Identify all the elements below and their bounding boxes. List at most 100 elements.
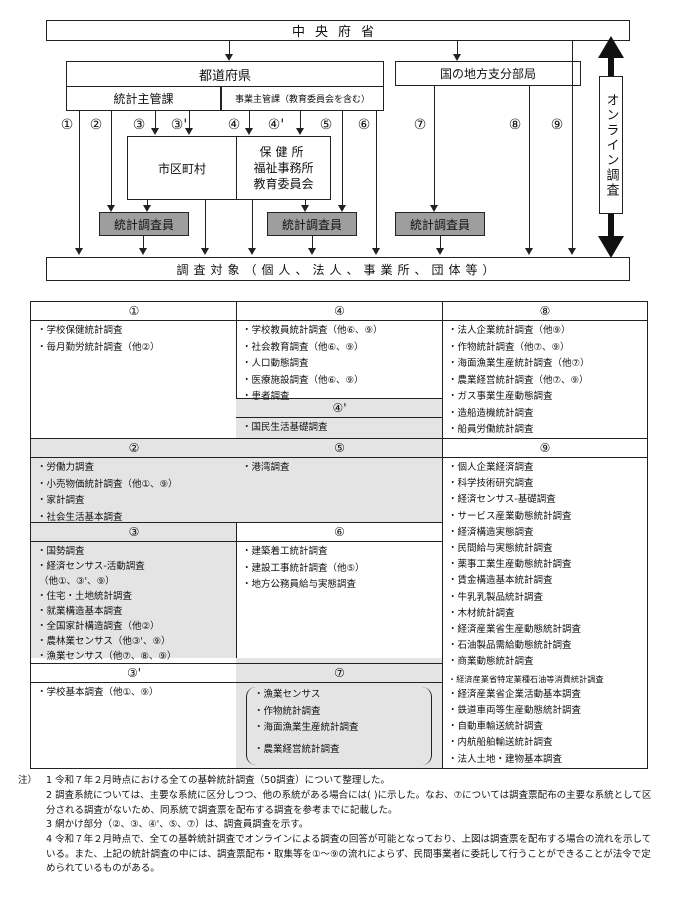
list-item: ・牛乳乳製品統計調査 (448, 591, 544, 603)
regional-bureau-box: 国の地方支分部局 (395, 61, 581, 86)
footnote-1: 1 令和７年２月時点における全ての基幹統計調査（50調査）について整理した。 (46, 775, 390, 786)
statistics-division-label: 統計主管課 (113, 92, 174, 106)
table-cell-route-1: ・学校保健統計調査 ・毎月勤労統計調査（他②） (31, 321, 236, 356)
list-item: ・造船造機統計調査 (448, 407, 534, 419)
footnote-4: 4 令和７年２月時点で、全ての基幹統計調査でオンラインによる調査の回答が可能とな… (46, 834, 652, 874)
list-item: ・経済産業省生産動態統計調査 (448, 624, 582, 636)
route-label-2: ② (89, 117, 103, 133)
list-item: ・作物統計調査 (254, 705, 321, 717)
list-item: ・海面漁業生産統計調査（他⑦） (448, 358, 590, 369)
list-item: ・賃金構造基本統計調査 (448, 575, 553, 587)
list-item: ・経済産業省特定業種石油等消費統計調査 (448, 673, 604, 684)
central-ministries-label: 中央府省 (291, 25, 384, 40)
list-item: ・学校保健統計調査 (37, 325, 123, 336)
table-header-route-8: ⑧ (442, 301, 648, 321)
list-item: ・学校基本調査（他①、⑨） (37, 687, 159, 698)
regional-bureau-label: 国の地方支分部局 (439, 67, 536, 81)
prefecture-label: 都道府県 (198, 68, 251, 84)
list-item: （他①、③'、⑨） (39, 576, 115, 587)
table-cell-route-3: ・国勢調査 ・経済センサス‐活動調査 （他①、③'、⑨） ・住宅・土地統計調査 … (31, 542, 236, 664)
list-item: ・農林業センサス（他③'、⑨） (37, 636, 171, 647)
list-item: ・労働力調査 (37, 462, 95, 473)
table-header-route-2: ② (31, 438, 237, 458)
list-item: ・毎月勤労統計調査（他②） (37, 341, 160, 353)
health-welfare-education-box: 保健所 福祉事務所 教育委員会 (236, 136, 331, 200)
table-cell-route-2: ・労働力調査 ・小売物価統計調査（他①、⑨） ・家計調査 ・社会生活基本調査 (31, 458, 236, 526)
list-item: ・鉄道車両等生産動態統計調査 (448, 705, 582, 717)
route-label-7: ⑦ (413, 117, 427, 133)
table-header-route-9: ⑨ (442, 438, 648, 458)
list-item: ・国勢調査 (37, 546, 85, 557)
route-label-8: ⑧ (508, 117, 522, 133)
bracket-icon (246, 687, 432, 765)
list-item: ・自動車輸送統計調査 (448, 721, 544, 733)
list-item: ・社会教育調査（他⑥、⑨） (242, 341, 364, 353)
list-item: ・経済センサス‐基礎調査 (448, 494, 556, 506)
list-item: ・漁業センサス (254, 689, 321, 700)
route-label-6: ⑥ (357, 117, 371, 133)
route-label-4p: ④' (267, 117, 285, 133)
enumerator-label-middle: 統計調査員 (281, 217, 342, 232)
health-center-label: 保健所 (259, 145, 308, 159)
footnote-3: 3 網かけ部分（②、③、④'、⑤、⑦）は、調査員調査を示す。 (46, 819, 309, 830)
enumerator-box-middle: 統計調査員 (267, 212, 357, 236)
welfare-office-label: 福祉事務所 (253, 161, 314, 175)
list-item: ・人口動態調査 (242, 358, 309, 369)
list-item: ・ガス事業生産動態調査 (448, 391, 553, 402)
table-header-route-7: ⑦ (236, 663, 443, 683)
online-survey-label: オンライン調査 (603, 92, 619, 198)
route-label-4: ④ (227, 117, 241, 133)
table-header-route-4p: ④' (236, 398, 443, 418)
route-label-9: ⑨ (550, 117, 564, 133)
list-item: ・科学技術研究調査 (448, 478, 534, 490)
list-item: ・家計調査 (37, 495, 85, 506)
list-item: ・学校教員統計調査（他⑥、⑨） (242, 325, 383, 336)
route-label-5: ⑤ (319, 117, 333, 133)
list-item: ・建設工事統計調査（他⑤） (242, 562, 365, 574)
education-board-label: 教育委員会 (253, 177, 314, 191)
table-cell-route-8: ・法人企業統計調査（他⑨） ・作物統計調査（他⑦、⑨） ・海面漁業生産統計調査（… (442, 321, 648, 439)
enumerator-box-left: 統計調査員 (99, 212, 189, 236)
table-header-route-3: ③ (31, 522, 237, 542)
list-item: ・石油製品需給動態統計調査 (448, 640, 572, 652)
list-item: ・小売物価統計調査（他①、⑨） (37, 478, 178, 490)
footnote-prefix: 注） (18, 775, 38, 786)
list-item: ・内航船舶輸送統計調査 (448, 737, 553, 749)
list-item: ・商業動態統計調査 (448, 656, 534, 668)
list-item: ・作物統計調査（他⑦、⑨） (448, 341, 570, 353)
survey-target-box: 調査対象（個人、法人、事業所、団体等） (46, 257, 630, 281)
list-item: ・海面漁業生産統計調査 (254, 722, 359, 733)
central-ministries-box: 中央府省 (46, 20, 630, 41)
list-item: ・農業経営統計調査 (254, 743, 340, 755)
list-item: ・全国家計構造調査（他②） (37, 621, 160, 632)
table-cell-route-4p: ・国民生活基礎調査 (236, 418, 442, 437)
list-item: ・木材統計調査 (448, 607, 515, 619)
table-cell-route-6: ・建築着工統計調査 ・建設工事統計調査（他⑤） ・地方公務員給与実態調査 (236, 542, 442, 594)
table-cell-route-7: ・漁業センサス ・作物統計調査 ・海面漁業生産統計調査 ・農業経営統計調査 (236, 683, 442, 765)
list-item: ・経済構造実態調査 (448, 526, 534, 538)
online-survey-box: オンライン調査 (599, 76, 623, 214)
list-item: ・サービス産業動態統計調査 (448, 510, 572, 522)
municipality-label: 市区町村 (157, 161, 206, 176)
enumerator-label-left: 統計調査員 (113, 217, 174, 232)
list-item: ・地方公務員給与実態調査 (242, 579, 357, 590)
list-item: ・薬事工業生産動態統計調査 (448, 559, 572, 571)
table-header-route-3p: ③' (31, 663, 237, 683)
list-item: ・社会生活基本調査 (37, 511, 123, 523)
municipality-box: 市区町村 (127, 136, 237, 200)
statistics-division-box: 統計主管課 (66, 86, 221, 111)
list-item: ・漁業センサス（他⑦、⑧、⑨） (37, 651, 177, 662)
list-item: ・建築着工統計調査 (242, 546, 328, 557)
list-item: ・経済産業省企業活動基本調査 (448, 688, 582, 700)
enumerator-box-right: 統計調査員 (395, 212, 485, 236)
business-division-box: 事業主管課（教育委員会を含む） (221, 86, 384, 111)
table-header-route-4: ④ (236, 301, 443, 321)
list-item: ・住宅・土地統計調査 (37, 591, 133, 602)
table-header-route-6: ⑥ (236, 522, 443, 542)
route-label-1: ① (60, 117, 74, 133)
list-item: ・患者調査 (242, 391, 290, 402)
survey-table: ① ・学校保健統計調査 ・毎月勤労統計調査（他②） ② ・労働力調査 ・小売物価… (30, 301, 648, 769)
list-item: ・経済センサス‐活動調査 (37, 561, 145, 572)
route-label-3: ③ (132, 117, 146, 133)
list-item: ・港湾調査 (242, 462, 290, 473)
